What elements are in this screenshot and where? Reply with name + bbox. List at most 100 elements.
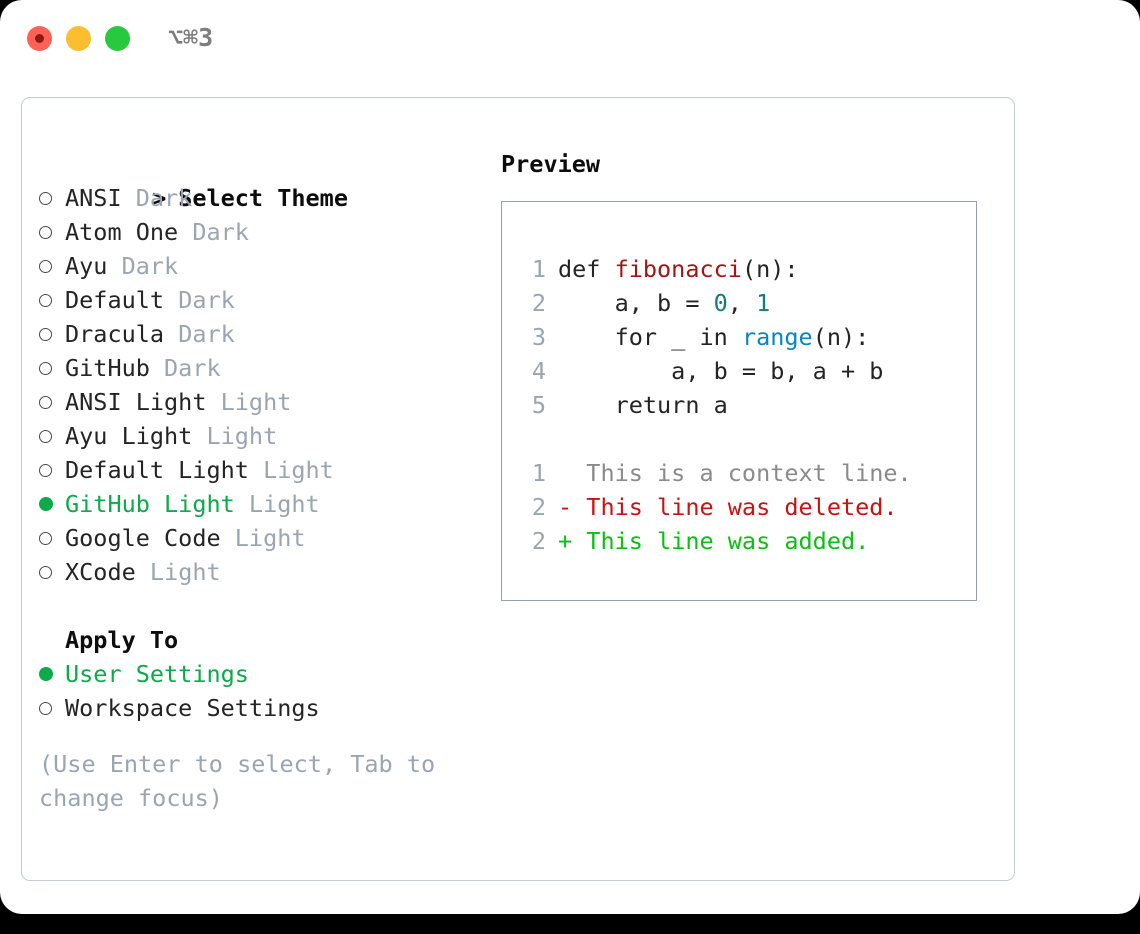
theme-option-label: GitHub Light xyxy=(65,490,235,518)
diff-line-text: This is a context line. xyxy=(558,459,912,487)
theme-option-row[interactable]: Ayu Dark xyxy=(39,249,489,283)
code-line: 4 a, b = b, a + b xyxy=(524,354,966,388)
theme-variant-badge: Light xyxy=(192,422,278,450)
keyboard-shortcut-label: ⌥⌘3 xyxy=(168,23,214,52)
line-number: 2 xyxy=(531,493,546,521)
diff-line: 2 - This line was deleted. xyxy=(524,490,966,524)
radio-unselected-icon xyxy=(39,226,52,239)
radio-selected-icon xyxy=(39,667,53,681)
theme-option-label: Ayu xyxy=(65,252,108,280)
theme-variant-badge: Light xyxy=(220,524,306,552)
diff-line: 1 This is a context line. xyxy=(524,456,966,490)
code-token: a, b = b, a + b xyxy=(558,357,884,385)
line-number: 2 xyxy=(531,527,546,555)
diff-line: 2 + This line was added. xyxy=(524,524,966,558)
code-line: 3 for _ in range(n): xyxy=(524,320,966,354)
radio-selected-icon xyxy=(39,497,53,511)
code-token: fibonacci xyxy=(614,255,742,283)
code-line: 5 return a xyxy=(524,388,966,422)
select-theme-header: > Select Theme xyxy=(39,147,489,212)
code-token: (n): xyxy=(741,255,799,283)
theme-option-label: ANSI Light xyxy=(65,388,207,416)
theme-option-label: GitHub xyxy=(65,354,150,382)
section-spacer xyxy=(39,589,489,623)
code-token: a, b = xyxy=(558,289,714,317)
theme-variant-badge: Light xyxy=(234,490,320,518)
theme-variant-badge: Dark xyxy=(178,218,249,246)
theme-option-row[interactable]: Google Code Light xyxy=(39,521,489,555)
theme-option-row[interactable]: Default Dark xyxy=(39,283,489,317)
radio-unselected-icon xyxy=(39,362,52,375)
diff-line-text: + This line was added. xyxy=(558,527,870,555)
diff-line-text: - This line was deleted. xyxy=(558,493,898,521)
radio-unselected-icon xyxy=(39,464,52,477)
radio-unselected-icon xyxy=(39,328,52,341)
theme-option-row[interactable]: Ayu Light Light xyxy=(39,419,489,453)
close-button[interactable] xyxy=(27,26,52,51)
window-controls xyxy=(27,26,130,51)
apply-to-option-row[interactable]: User Settings xyxy=(39,657,489,691)
code-token: def xyxy=(558,255,615,283)
theme-option-row[interactable]: Default Light Light xyxy=(39,453,489,487)
theme-variant-badge: Dark xyxy=(164,286,235,314)
line-number: 3 xyxy=(531,323,546,351)
theme-option-label: Dracula xyxy=(65,320,165,348)
theme-option-row[interactable]: Dracula Dark xyxy=(39,317,489,351)
theme-option-row[interactable]: XCode Light xyxy=(39,555,489,589)
theme-option-label: Atom One xyxy=(65,218,179,246)
theme-option-label: Default Light xyxy=(65,456,249,484)
theme-variant-badge: Dark xyxy=(107,252,179,280)
apply-to-header: Apply To xyxy=(65,626,179,654)
theme-option-row[interactable]: GitHub Light Light xyxy=(39,487,489,521)
code-line: 2 a, b = 0, 1 xyxy=(524,286,966,320)
theme-option-row[interactable]: ANSI Dark xyxy=(39,181,489,215)
radio-unselected-icon xyxy=(39,532,52,545)
theme-option-row[interactable]: GitHub Dark xyxy=(39,351,489,385)
page-title: Select Theme xyxy=(178,184,348,212)
theme-option-row[interactable]: Atom One Dark xyxy=(39,215,489,249)
theme-variant-badge: Dark xyxy=(149,354,221,382)
radio-unselected-icon xyxy=(39,396,52,409)
code-token: range xyxy=(741,323,813,351)
code-token: for _ in xyxy=(558,323,742,351)
apply-to-option-label: Workspace Settings xyxy=(65,694,320,722)
theme-variant-badge: Dark xyxy=(164,320,235,348)
apply-to-option-row[interactable]: Workspace Settings xyxy=(39,691,489,725)
code-token: return a xyxy=(558,391,728,419)
preview-title: Preview xyxy=(501,150,601,178)
code-token: (n): xyxy=(812,323,870,351)
theme-variant-badge: Light xyxy=(248,456,334,484)
theme-option-label: ANSI xyxy=(65,184,122,212)
radio-unselected-icon xyxy=(39,566,52,579)
code-line: 1 def fibonacci(n): xyxy=(524,252,966,286)
prompt-caret-icon: > xyxy=(152,184,167,212)
theme-variant-badge: Light xyxy=(206,388,292,416)
theme-option-label: Google Code xyxy=(65,524,221,552)
radio-unselected-icon xyxy=(39,430,52,443)
minimize-button[interactable] xyxy=(66,26,91,51)
theme-variant-badge: Dark xyxy=(121,184,193,212)
radio-unselected-icon xyxy=(39,260,52,273)
line-number: 1 xyxy=(531,255,546,283)
radio-unselected-icon xyxy=(39,294,52,307)
apply-to-option-label: User Settings xyxy=(65,660,249,688)
maximize-button[interactable] xyxy=(105,26,130,51)
theme-option-row[interactable]: ANSI Light Light xyxy=(39,385,489,419)
line-number: 2 xyxy=(531,289,546,317)
keyboard-hint-text: (Use Enter to select, Tab to change focu… xyxy=(39,750,436,812)
theme-option-label: Default xyxy=(65,286,165,314)
theme-option-label: Ayu Light xyxy=(65,422,193,450)
radio-unselected-icon xyxy=(39,702,52,715)
title-bar: ⌥⌘3 xyxy=(0,0,1140,76)
code-diff-spacer xyxy=(524,422,966,456)
line-number: 5 xyxy=(531,391,546,419)
